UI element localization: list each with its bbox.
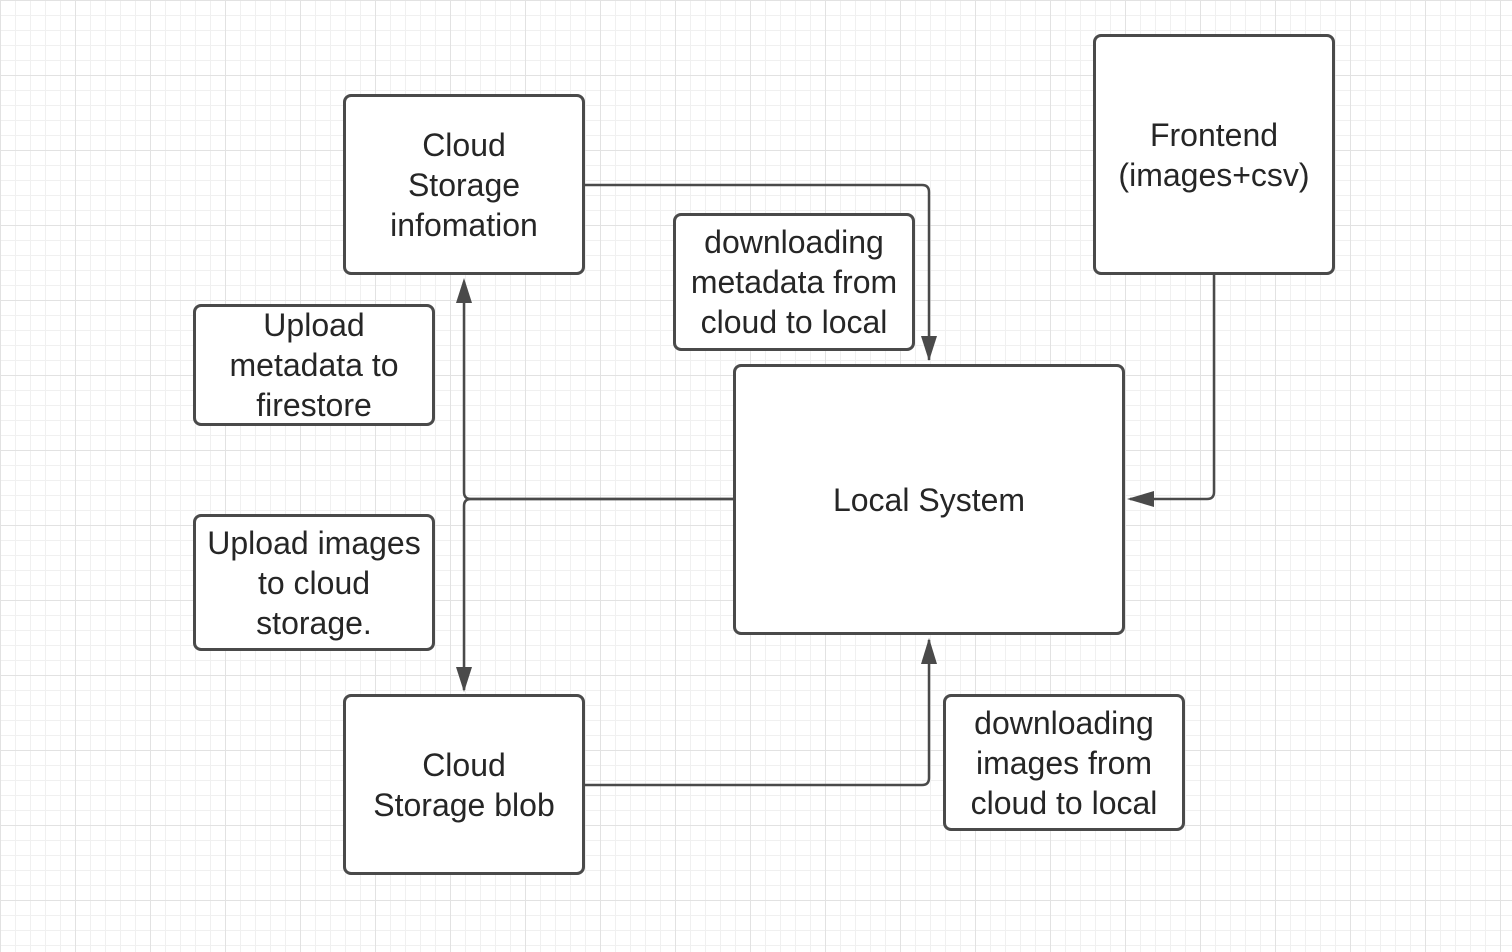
download-metadata-label-box[interactable]: downloading metadata from cloud to local bbox=[673, 213, 915, 351]
local-system-node[interactable]: Local System bbox=[733, 364, 1125, 635]
edge-local-system-to-cloud-blob[interactable] bbox=[462, 497, 733, 690]
cloud-storage-blob-label: Cloud Storage blob bbox=[373, 746, 555, 823]
download-metadata-text: downloading metadata from cloud to local bbox=[690, 224, 898, 340]
arrowhead-up-cloud-info-bottom bbox=[456, 278, 472, 303]
upload-images-text: Upload images to cloud storage. bbox=[207, 524, 421, 641]
download-images-text: downloading images from cloud to local bbox=[970, 704, 1158, 821]
cloud-storage-information-label: Cloud Storage infomation bbox=[390, 126, 538, 243]
cloud-storage-information-node[interactable]: Cloud Storage infomation bbox=[343, 94, 585, 275]
frontend-node[interactable]: Frontend (images+csv) bbox=[1093, 34, 1335, 275]
arrowhead-down-local-system-top bbox=[921, 336, 937, 361]
edge-cloud-info-to-local-system[interactable] bbox=[585, 183, 931, 360]
edge-frontend-to-local-system[interactable] bbox=[1130, 275, 1216, 501]
upload-metadata-text: Upload metadata to firestore bbox=[229, 307, 399, 423]
arrowhead-down-cloud-blob-top bbox=[456, 667, 472, 692]
cloud-storage-blob-node[interactable]: Cloud Storage blob bbox=[343, 694, 585, 875]
frontend-label: Frontend (images+csv) bbox=[1118, 116, 1310, 193]
download-images-label-box[interactable]: downloading images from cloud to local bbox=[943, 694, 1185, 831]
upload-metadata-label-box[interactable]: Upload metadata to firestore bbox=[193, 304, 435, 426]
arrowhead-up-local-system-bottom bbox=[921, 638, 937, 664]
local-system-label: Local System bbox=[832, 481, 1026, 518]
upload-images-label-box[interactable]: Upload images to cloud storage. bbox=[193, 514, 435, 651]
edge-cloud-blob-to-local-system[interactable] bbox=[585, 640, 931, 787]
arrowhead-left-local-system-right bbox=[1127, 491, 1154, 507]
